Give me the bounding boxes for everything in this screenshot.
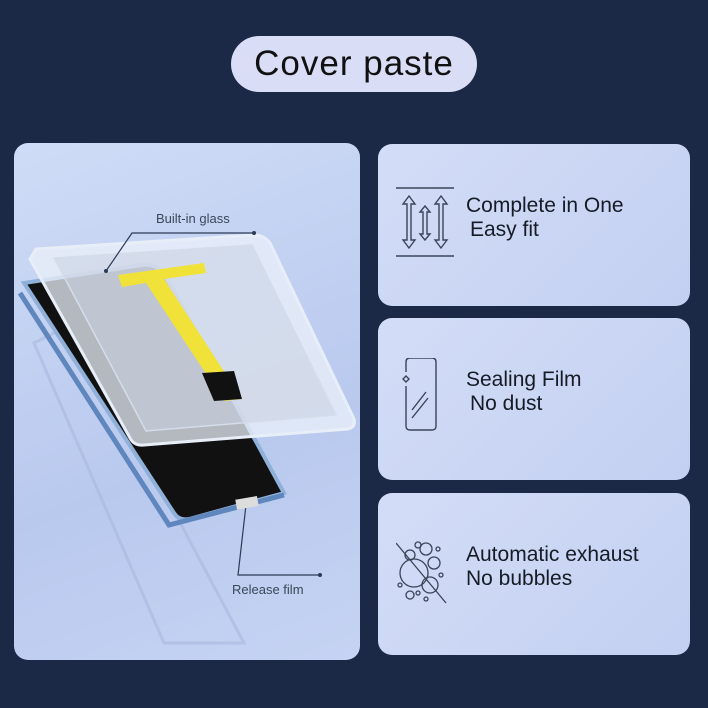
no-bubbles-icon <box>396 541 447 604</box>
phone-illustration <box>17 231 356 645</box>
product-diagram-panel: Built-in glass Release film <box>14 143 360 660</box>
arrows-vertical-icon <box>396 187 454 257</box>
feature-subtitle: No bubbles <box>466 567 573 590</box>
title: Cover paste <box>254 44 454 83</box>
feature-subtitle: No dust <box>470 392 543 415</box>
feature-title: Sealing Film <box>466 368 582 391</box>
feature-subtitle: Easy fit <box>470 218 539 241</box>
phone-film-icon <box>402 358 437 431</box>
built-in-glass-label: Built-in glass <box>156 211 230 226</box>
feature-title: Automatic exhaust <box>466 543 639 566</box>
release-film-label: Release film <box>232 582 304 597</box>
feature-title: Complete in One <box>466 194 624 217</box>
title-pill: Cover paste <box>231 36 477 92</box>
